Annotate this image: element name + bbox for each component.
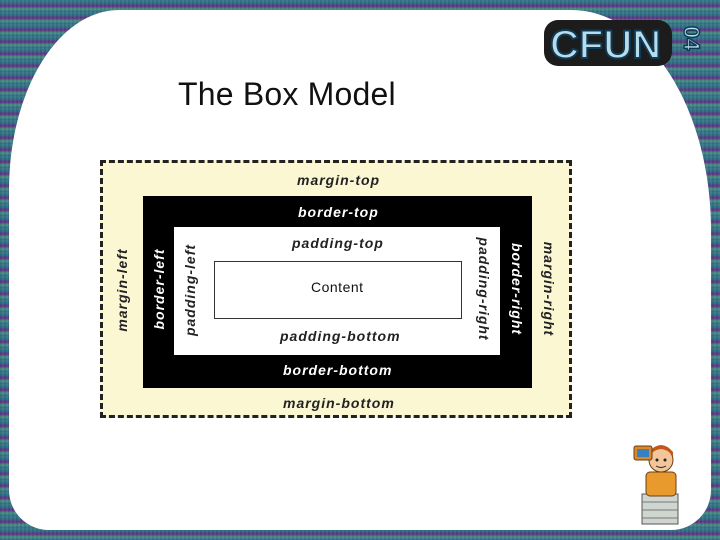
padding-right-label: padding-right [476, 237, 492, 341]
border-bottom-label: border-bottom [283, 362, 393, 378]
border-right-label: border-right [509, 242, 525, 336]
cfun-logo: CFUN 04 [544, 20, 704, 68]
content-area [214, 261, 462, 319]
margin-top-label: margin-top [297, 172, 381, 188]
border-top-label: border-top [298, 204, 379, 220]
margin-left-label: margin-left [114, 248, 130, 332]
margin-right-label: margin-right [541, 241, 557, 337]
margin-bottom-label: margin-bottom [283, 395, 395, 411]
border-left-label: border-left [151, 248, 167, 330]
slide-title: The Box Model [178, 76, 396, 112]
padding-bottom-label: padding-bottom [280, 328, 401, 344]
content-label: Content [311, 279, 364, 295]
mascot-illustration [633, 445, 679, 525]
logo-text: CFUN [550, 23, 661, 67]
padding-left-label: padding-left [182, 243, 198, 337]
padding-top-label: padding-top [292, 235, 384, 251]
logo-suffix: 04 [679, 26, 704, 51]
